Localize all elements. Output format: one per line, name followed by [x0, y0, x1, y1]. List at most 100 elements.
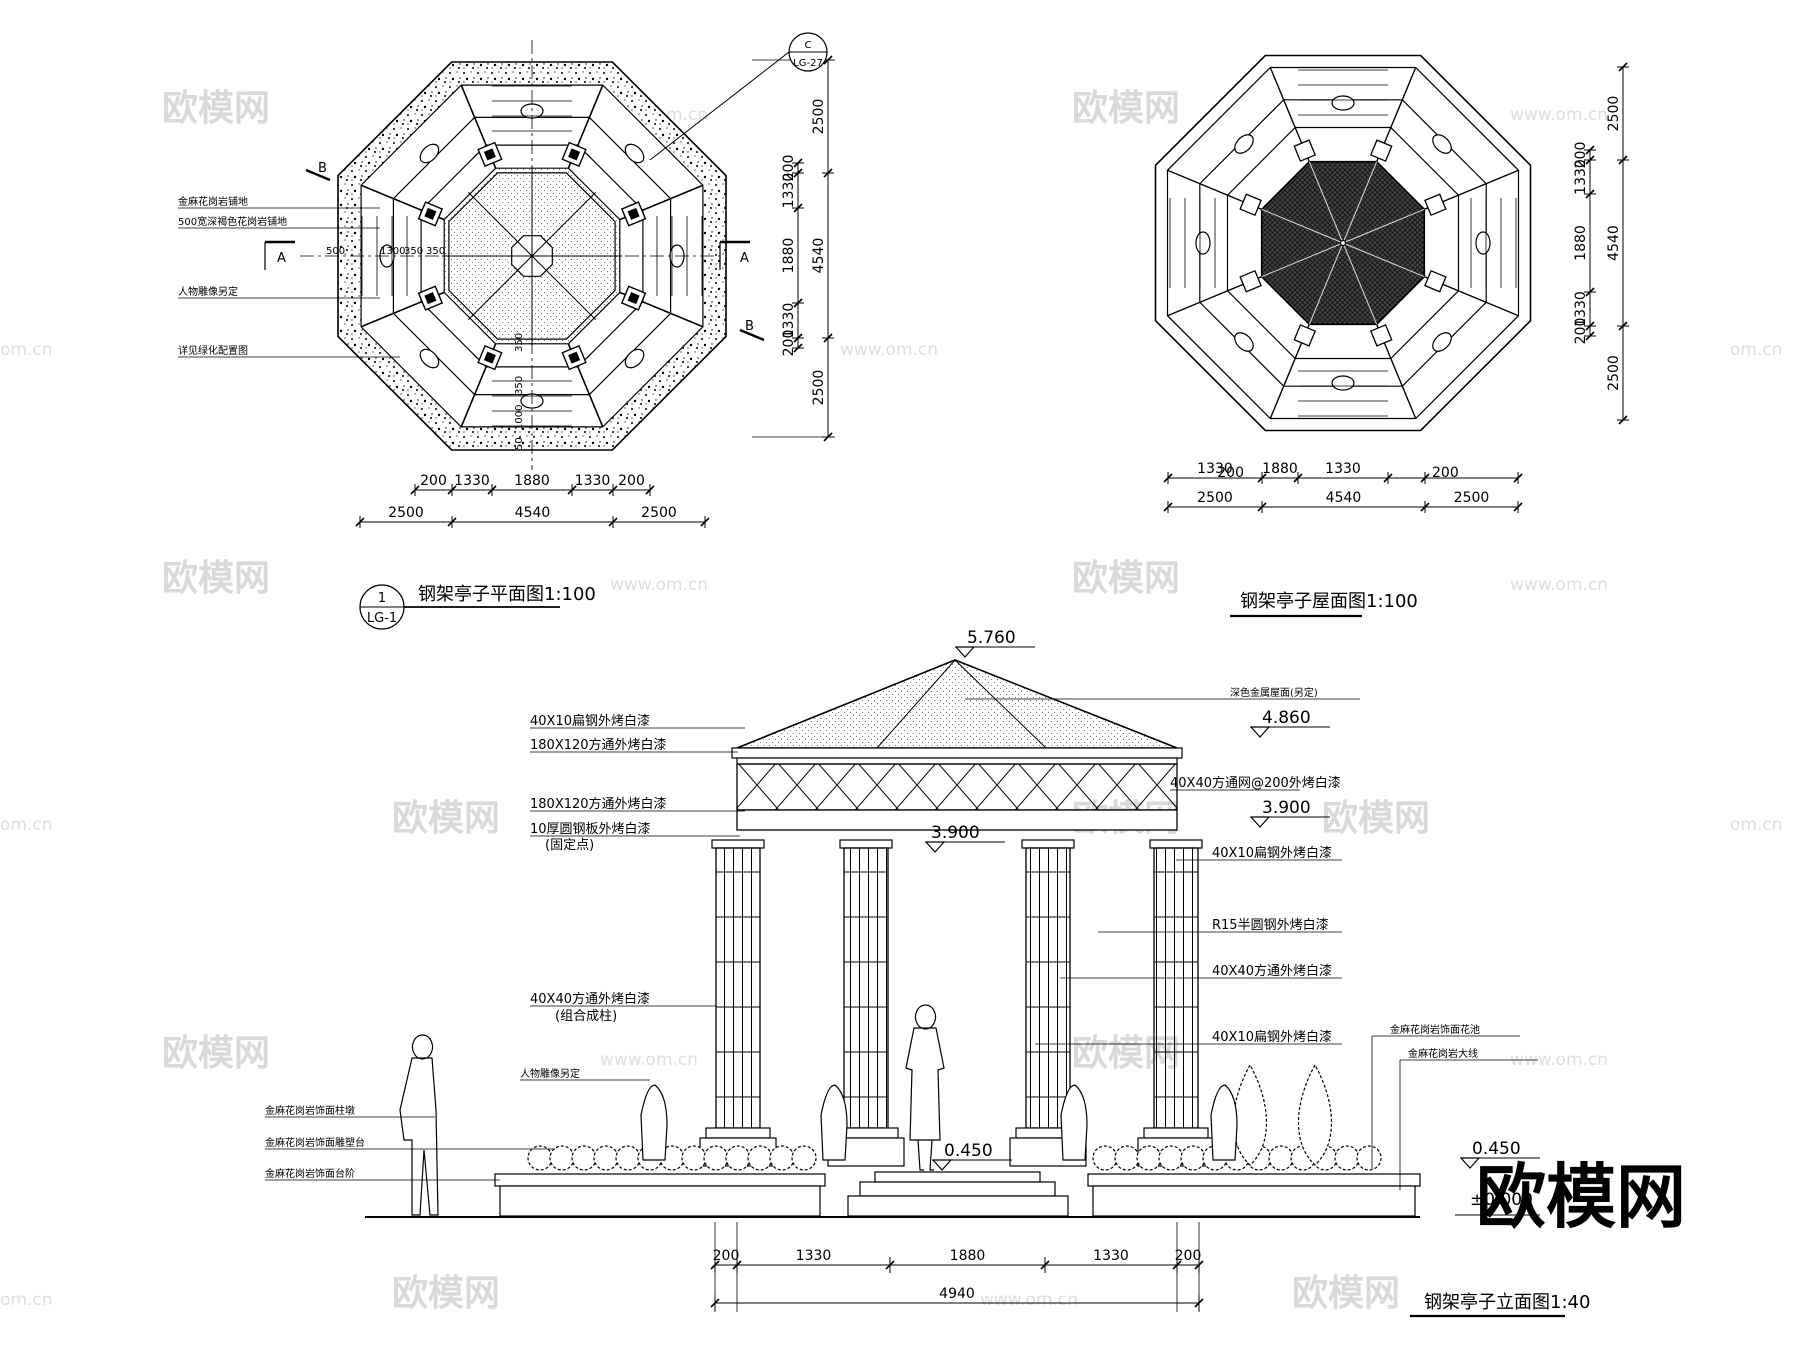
elev-sculpture — [1060, 1084, 1088, 1161]
plan-interior-dim: 350 — [404, 246, 423, 257]
roof-column — [1293, 324, 1317, 347]
watermark-url: www.om.cn — [610, 575, 708, 595]
plan-dim-bottom-inner-tick — [487, 485, 497, 495]
elev-shrub — [593, 1145, 619, 1171]
plan-interior-dim: 500 — [326, 246, 345, 257]
elev-shrub — [1158, 1145, 1184, 1171]
plan-column-core — [627, 207, 640, 220]
roof-dim-bottom-inner-core-tick — [1293, 473, 1303, 483]
section-b-letter-top: B — [318, 161, 327, 176]
watermark-brand: 欧模网 — [392, 1273, 500, 1314]
roof-dim-bottom-outer-tick — [1257, 502, 1267, 512]
section-b-line — [305, 168, 331, 182]
elev-left-label: 180X120方通外烤白漆 — [530, 796, 667, 812]
elev-shrub — [1114, 1145, 1140, 1171]
section-b-letter-bottom: B — [745, 319, 754, 334]
elev-planter-right — [1092, 1185, 1416, 1217]
plan-dim-bottom-outer-tick — [447, 517, 457, 527]
elev-column-capital — [711, 839, 765, 849]
roof-dim-right-outer-tick — [1618, 62, 1628, 72]
elev-mark-eave-text: 4.860 — [1262, 708, 1311, 728]
roof-hip-line — [1342, 242, 1425, 278]
elev-step-bottom — [847, 1195, 1069, 1217]
plan-interior-dim: 350 — [514, 376, 525, 395]
elev-dim-inner-tick — [885, 1260, 895, 1270]
elev-mark-beam-right-triangle — [1250, 816, 1271, 828]
elev-column-shaft — [715, 847, 761, 1129]
elev-left-label: 40X10扁钢外烤白漆 — [530, 713, 650, 729]
plan-dim-bottom-outer-label: 2500 — [641, 505, 677, 521]
plan-dim-right-outer-label: 2500 — [811, 99, 827, 135]
roof-dim-right-outer-label: 4540 — [1606, 225, 1622, 261]
plan-title-sheet: LG-1 — [367, 611, 397, 626]
roof-dim-right-inner-tick — [1585, 155, 1595, 165]
roof-dim-right-outer-label: 2500 — [1606, 96, 1622, 132]
roof-dim-right-outer-tick — [1618, 321, 1628, 331]
watermark-brand: 欧模网 — [162, 1033, 270, 1074]
roof-dim-bottom-inner-label: 200 — [1217, 465, 1244, 481]
elev-mark-top-text: 5.760 — [967, 628, 1016, 648]
plan-dim-right-inner-tick — [793, 158, 803, 168]
plan-column-core — [568, 148, 581, 161]
roof-dim-bottom-outer-tick — [1420, 502, 1430, 512]
roof-hip-line — [1342, 161, 1378, 244]
roof-hip-line — [1261, 208, 1344, 244]
plan-dim-bottom-inner-tick — [645, 485, 655, 495]
plan-dim-right-inner-label: 200 — [781, 155, 797, 182]
section-a-letter-left: A — [277, 251, 286, 266]
plan-interior-dim: 350 — [514, 333, 525, 352]
plan-center-oct — [448, 172, 616, 340]
watermark-brand: 欧模网 — [392, 798, 500, 839]
elev-roof-hip — [954, 659, 1047, 749]
plan-leader-label: 金麻花岗岩铺地 — [178, 195, 248, 208]
elev-column-capital — [839, 839, 893, 849]
elev-sculpture — [1210, 1084, 1238, 1161]
roof-dim-bottom-outer-tick — [1513, 502, 1523, 512]
plan-dim-right-inner-tick — [793, 298, 803, 308]
roof-apex — [1339, 239, 1347, 247]
watermark-url: www.om.cn — [600, 1050, 698, 1070]
roof-column — [1239, 269, 1262, 293]
elev-dim-inner-label: 1880 — [950, 1248, 986, 1264]
plan-interior-dim: 1300 — [380, 246, 405, 257]
elev-left-label: 人物雕像另定 — [520, 1067, 580, 1080]
roof-sculpture — [1331, 95, 1355, 111]
plan-dim-right-inner-tick — [793, 168, 803, 178]
watermark-brand: 欧模网 — [162, 88, 270, 129]
section-a-letter-right: A — [740, 251, 749, 266]
plan-dim-bottom-inner-label: 1880 — [514, 473, 550, 489]
roof-column — [1293, 139, 1317, 162]
elev-planter-right-cap — [1087, 1173, 1421, 1187]
elev-shrub — [1092, 1145, 1118, 1171]
elev-column-shaft — [1153, 847, 1199, 1129]
roof-sculpture — [1432, 134, 1452, 154]
roof-dim-right-outer-tick — [1618, 155, 1628, 165]
roof-view — [1154, 54, 1629, 618]
plan-column-core — [627, 292, 640, 305]
roof-column — [1369, 324, 1393, 347]
elev-column-plinth — [705, 1127, 771, 1139]
elev-man-figure — [399, 1034, 439, 1216]
elev-sculpture — [820, 1084, 848, 1161]
roof-dim-bottom-inner-core-tick — [1513, 473, 1523, 483]
elev-left-label: (组合成柱) — [555, 1009, 617, 1024]
plan-spoke — [468, 255, 533, 320]
elev-planter-left-cap — [494, 1173, 826, 1187]
elev-step-mid — [859, 1181, 1056, 1197]
roof-column — [1369, 139, 1393, 162]
roof-dim-right-inner-tick — [1585, 321, 1595, 331]
elev-fascia-strip — [736, 757, 1178, 765]
plan-dim-bottom-inner-tick — [447, 485, 457, 495]
elev-right-label: R15半圆钢外烤白漆 — [1212, 917, 1329, 933]
watermark-brand: 欧模网 — [162, 558, 270, 599]
plan-column-core — [568, 351, 581, 364]
elev-sculpture — [640, 1084, 668, 1161]
logo-text: 欧模网 — [1476, 1156, 1686, 1238]
watermark-url: www.om.cn — [980, 1290, 1078, 1310]
plan-dim-bottom-outer-tick — [608, 517, 618, 527]
watermark-url: www.om.cn — [1510, 575, 1608, 595]
elev-mark-planter-text: 0.450 — [1472, 1139, 1521, 1159]
elev-planter-left — [499, 1185, 821, 1217]
elev-shrub — [769, 1145, 795, 1171]
